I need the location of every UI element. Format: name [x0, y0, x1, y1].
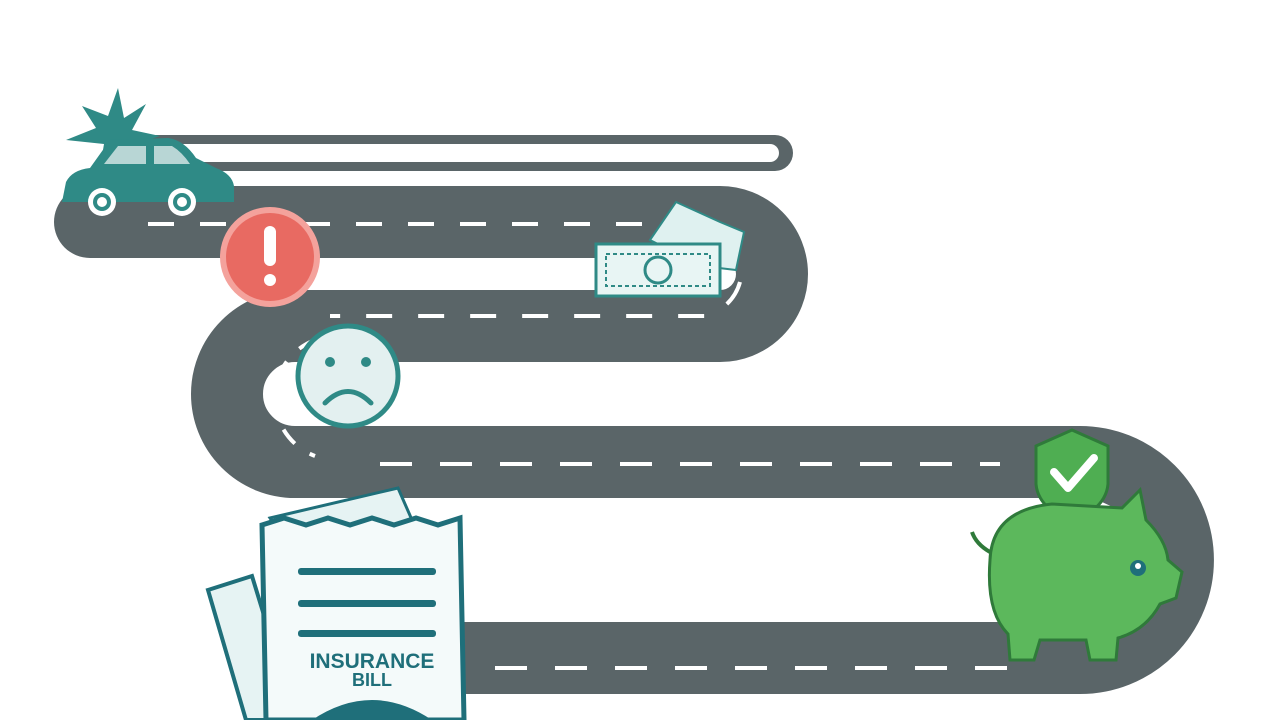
sad-face-icon [295, 323, 401, 429]
bill-title-line2: BILL [352, 670, 392, 690]
insurance-bill-icon: INSURANCE BILL [205, 486, 467, 720]
car-icon [62, 138, 234, 216]
bill-title-line1: INSURANCE [310, 650, 435, 673]
piggy-bank-icon [970, 486, 1184, 662]
alert-icon [220, 207, 320, 307]
crash-burst-icon [66, 88, 160, 168]
money-icon [594, 200, 746, 298]
